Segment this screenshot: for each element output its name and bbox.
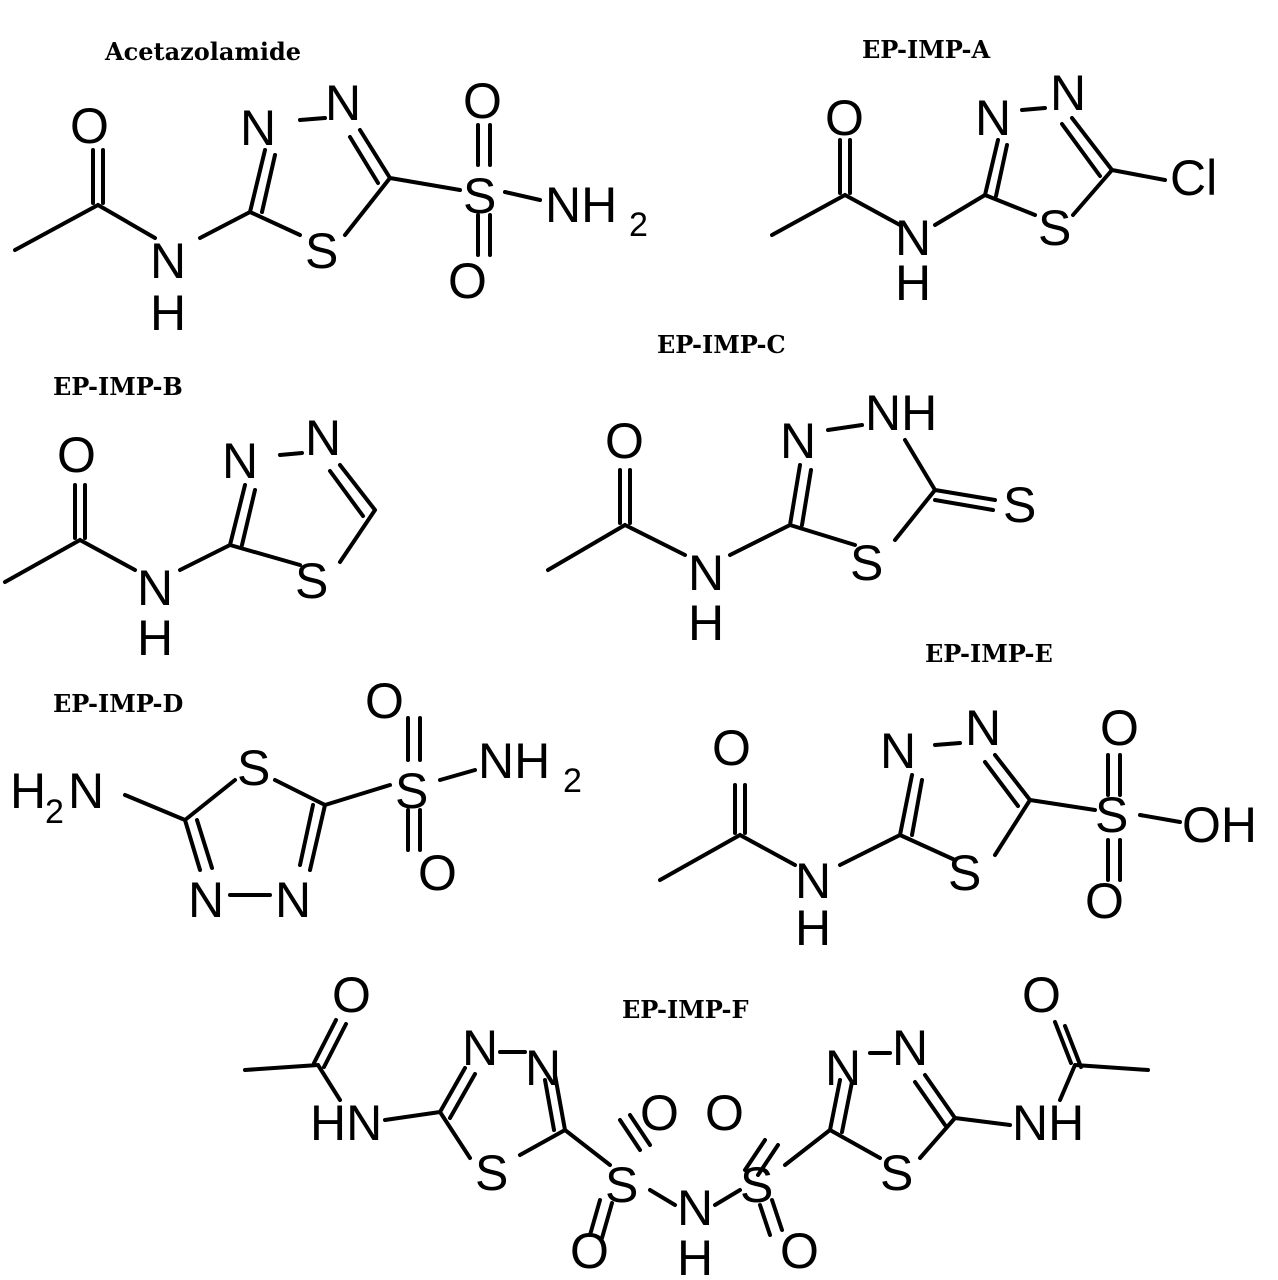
bond xyxy=(546,423,997,572)
bond xyxy=(770,106,1167,237)
atom-nitrogen: N xyxy=(1050,65,1086,121)
molecule-title: EP-IMP-B xyxy=(53,372,183,401)
atom-nitrogen: N xyxy=(325,75,361,131)
atom-hydrogen: H xyxy=(677,1230,713,1280)
atom-nitrogen: N xyxy=(150,233,186,289)
atom-oxygen: O xyxy=(418,845,457,901)
atom-nitrogen: N xyxy=(880,723,916,779)
atom-sulfur: S xyxy=(475,1145,508,1201)
molecule-ep-imp-f: EP-IMP-F O HN N N S S O O N H S O O N N … xyxy=(243,967,1150,1280)
atom-hydrogen: H xyxy=(137,610,173,666)
atom-nitrogen: N xyxy=(688,545,724,601)
atom-nh: NH xyxy=(1012,1095,1084,1151)
atom-nitrogen: N xyxy=(305,410,341,466)
atom-hydrogen: H xyxy=(688,595,724,651)
atom-nitrogen: N xyxy=(677,1180,713,1236)
atom-oxygen: O xyxy=(780,1223,819,1279)
atom-sulfur: S xyxy=(605,1157,638,1213)
atom-nitrogen: N xyxy=(462,1020,498,1076)
molecule-acetazolamide: Acetazolamide O N H N N S S O O NH 2 xyxy=(13,37,648,341)
atom-sulfur: S xyxy=(295,553,328,609)
atom-oxygen: O xyxy=(1100,700,1139,756)
atom-sulfur: S xyxy=(395,763,428,819)
atom-nh: NH xyxy=(865,385,937,441)
atom-nitrogen: N xyxy=(240,100,276,156)
bond xyxy=(658,741,1182,882)
bond xyxy=(123,716,477,897)
atom-sulfur: S xyxy=(463,168,496,224)
atom-hydrogen: H xyxy=(150,285,186,341)
molecule-ep-imp-c: EP-IMP-C O N H N NH S S xyxy=(546,330,1036,651)
atom-nitrogen: N xyxy=(188,872,224,928)
atom-oxygen: O xyxy=(70,98,109,154)
atom-sulfur: S xyxy=(850,535,883,591)
atom-chlorine: Cl xyxy=(1170,150,1217,206)
atom-sulfur: S xyxy=(305,223,338,279)
molecule-title: EP-IMP-D xyxy=(53,689,183,718)
atom-nitrogen: N xyxy=(525,1040,561,1096)
subscript-2: 2 xyxy=(629,206,648,244)
atom-nitrogen: N xyxy=(275,872,311,928)
atom-hydroxyl: OH xyxy=(1182,797,1257,853)
atom-oxygen: O xyxy=(448,253,487,309)
molecule-title: EP-IMP-C xyxy=(657,330,786,359)
atom-nh2: NH xyxy=(545,177,617,233)
atom-nitrogen: N xyxy=(68,763,104,819)
subscript-2: 2 xyxy=(563,762,582,800)
atom-oxygen: O xyxy=(1022,967,1061,1023)
subscript-2: 2 xyxy=(45,793,64,831)
atom-oxygen: O xyxy=(365,673,404,729)
molecule-ep-imp-e: EP-IMP-E O N H N N S S O O OH xyxy=(658,639,1257,956)
bond xyxy=(3,451,377,584)
molecule-title: EP-IMP-A xyxy=(862,35,990,64)
atom-nitrogen: N xyxy=(965,700,1001,756)
molecule-ep-imp-b: EP-IMP-B O N H N N S xyxy=(3,372,377,666)
molecule-title: EP-IMP-E xyxy=(925,639,1053,668)
atom-nitrogen: N xyxy=(780,413,816,469)
atom-sulfur: S xyxy=(237,740,270,796)
atom-oxygen: O xyxy=(605,413,644,469)
atom-hn: HN xyxy=(310,1095,382,1151)
atom-oxygen: O xyxy=(332,967,371,1023)
molecule-title: EP-IMP-F xyxy=(622,995,749,1024)
bond xyxy=(13,116,542,257)
atom-nitrogen: N xyxy=(895,210,931,266)
atom-hydrogen: H xyxy=(795,900,831,956)
atom-oxygen: O xyxy=(640,1085,679,1141)
atom-nitrogen: N xyxy=(795,853,831,909)
atom-oxygen: O xyxy=(712,720,751,776)
atom-nh2: NH xyxy=(478,733,550,789)
atom-sulfur: S xyxy=(1003,477,1036,533)
atom-oxygen: O xyxy=(705,1085,744,1141)
atom-nitrogen: N xyxy=(975,90,1011,146)
atom-hydrogen: H xyxy=(895,255,931,311)
molecule-title: Acetazolamide xyxy=(104,37,301,66)
atom-oxygen: O xyxy=(825,90,864,146)
atom-oxygen: O xyxy=(463,73,502,129)
atom-nitrogen: N xyxy=(222,433,258,489)
atom-sulfur: S xyxy=(880,1145,913,1201)
atom-sulfur: S xyxy=(1095,787,1128,843)
atom-nitrogen: N xyxy=(892,1020,928,1076)
atom-hydrogen: H xyxy=(10,763,46,819)
atom-sulfur: S xyxy=(1038,200,1071,256)
atom-sulfur: S xyxy=(740,1157,773,1213)
atom-nitrogen: N xyxy=(137,560,173,616)
bond xyxy=(243,1018,1150,1240)
molecule-ep-imp-a: EP-IMP-A O N H N N S Cl xyxy=(770,35,1217,311)
atom-oxygen: O xyxy=(570,1223,609,1279)
atom-sulfur: S xyxy=(948,845,981,901)
atom-oxygen: O xyxy=(1085,873,1124,929)
atom-oxygen: O xyxy=(57,427,96,483)
molecule-ep-imp-d: EP-IMP-D H 2 N S N N S O O NH 2 xyxy=(10,673,582,928)
atom-nitrogen: N xyxy=(825,1040,861,1096)
